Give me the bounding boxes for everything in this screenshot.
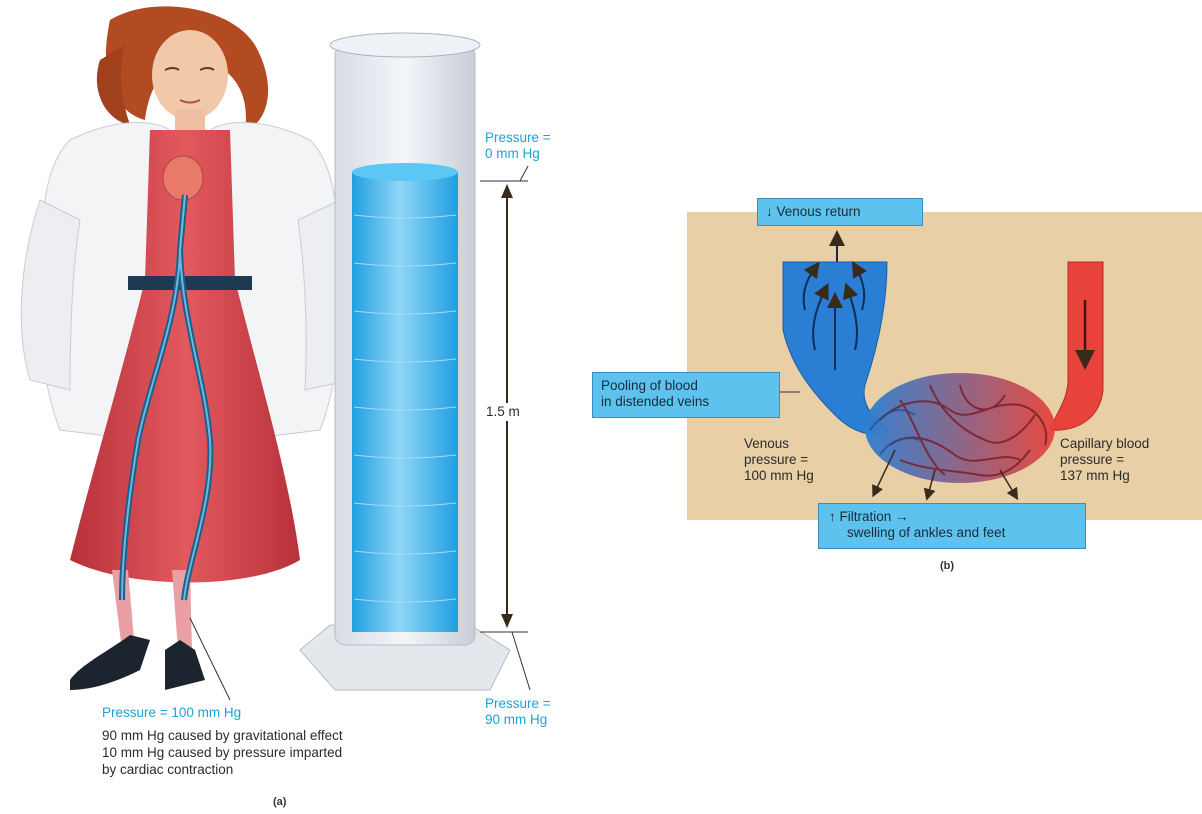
pooling-box: Pooling of blood in distended veins bbox=[592, 372, 780, 418]
bottom-pressure-label: Pressure = 90 mm Hg bbox=[485, 696, 551, 728]
venous-pressure-line1: Venous bbox=[744, 436, 814, 452]
top-pressure-line1: Pressure = bbox=[485, 130, 551, 146]
filtration-line1: ↑ Filtration → bbox=[829, 509, 1075, 525]
note-gravitational: 90 mm Hg caused by gravitational effect bbox=[102, 727, 343, 744]
woman-figure bbox=[21, 6, 357, 700]
venous-pressure-line2: pressure = bbox=[744, 452, 814, 468]
bottom-pressure-line2: 90 mm Hg bbox=[485, 712, 551, 728]
note-cardiac-2: by cardiac contraction bbox=[102, 761, 343, 778]
top-pressure-label: Pressure = 0 mm Hg bbox=[485, 130, 551, 162]
venous-pressure-label: Venous pressure = 100 mm Hg bbox=[744, 436, 814, 484]
venous-return-text: ↓ Venous return bbox=[766, 204, 914, 220]
foot-pressure-label: Pressure = 100 mm Hg bbox=[102, 705, 241, 721]
pooling-line2: in distended veins bbox=[601, 394, 771, 410]
pooling-line1: Pooling of blood bbox=[601, 378, 771, 394]
bottom-pressure-line1: Pressure = bbox=[485, 696, 551, 712]
filtration-box: ↑ Filtration → swelling of ankles and fe… bbox=[818, 503, 1086, 549]
top-pressure-line2: 0 mm Hg bbox=[485, 146, 551, 162]
venous-return-box: ↓ Venous return bbox=[757, 198, 923, 226]
caption-b: (b) bbox=[940, 560, 954, 572]
capillary-pressure-line3: 137 mm Hg bbox=[1060, 468, 1149, 484]
filtration-line2: swelling of ankles and feet bbox=[829, 525, 1075, 541]
capillary-pressure-line2: pressure = bbox=[1060, 452, 1149, 468]
height-label: 1.5 m bbox=[484, 403, 522, 421]
pressure-notes: 90 mm Hg caused by gravitational effect … bbox=[102, 727, 343, 778]
capillary-pressure-line1: Capillary blood bbox=[1060, 436, 1149, 452]
caption-a: (a) bbox=[273, 796, 286, 808]
capillary-pressure-label: Capillary blood pressure = 137 mm Hg bbox=[1060, 436, 1149, 484]
venous-pressure-line3: 100 mm Hg bbox=[744, 468, 814, 484]
note-cardiac-1: 10 mm Hg caused by pressure imparted bbox=[102, 744, 343, 761]
height-arrow bbox=[480, 166, 530, 690]
